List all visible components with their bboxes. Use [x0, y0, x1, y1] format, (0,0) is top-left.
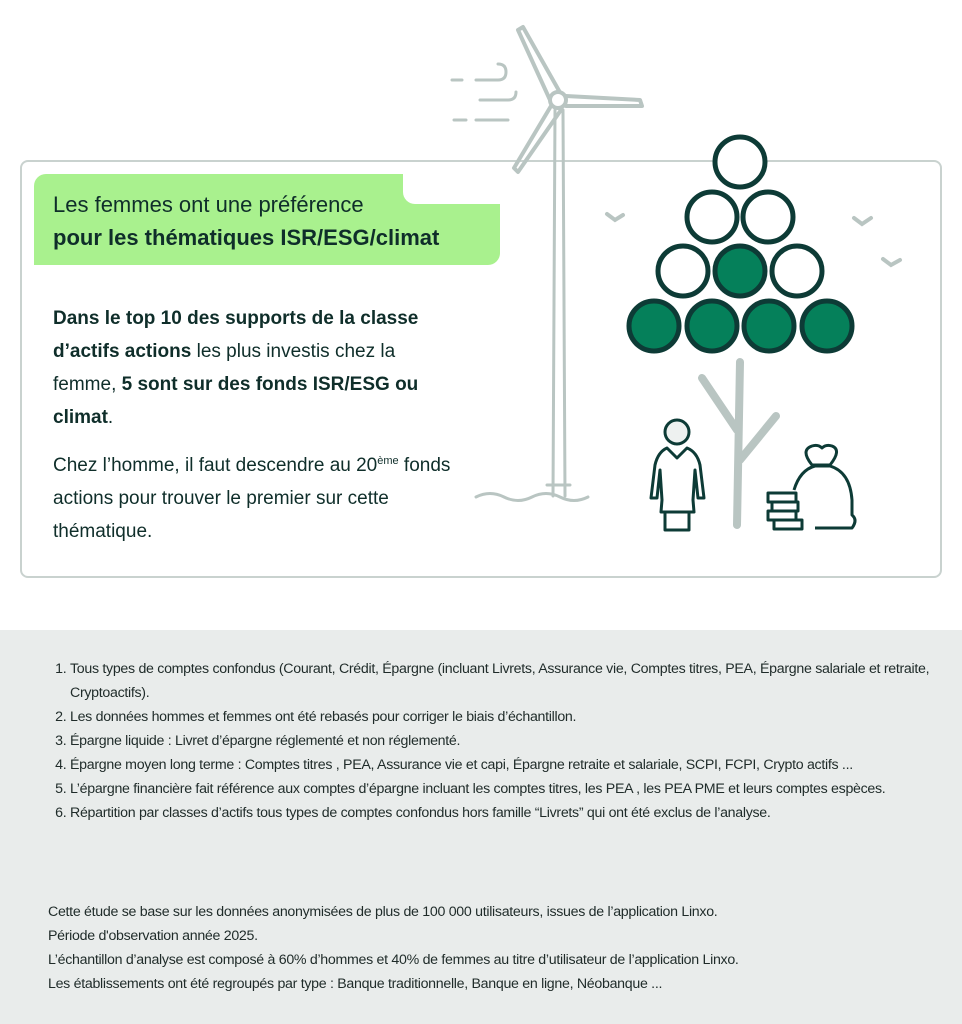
- card-title: Les femmes ont une préférence pour les t…: [53, 188, 439, 254]
- money-bag-icon: [766, 443, 857, 531]
- p1-text-2: .: [107, 407, 114, 428]
- filled-coin-circle: [741, 298, 797, 354]
- footnote-item: L’épargne financière fait référence aux …: [70, 777, 940, 801]
- p1-bold-1: Dans le top 10 des supports de la classe…: [53, 308, 419, 362]
- coin-pyramid: [626, 134, 855, 354]
- empty-coin-circle: [684, 189, 740, 245]
- bird-icons: [605, 212, 902, 268]
- footnote-item: Épargne liquide : Livret d’épargne régle…: [70, 729, 940, 753]
- info-line: Les établissements ont été regroupés par…: [48, 976, 663, 992]
- p2-text-2: fonds actions pour trouver le premier su…: [53, 455, 451, 542]
- study-info: Cette étude se base sur les données anon…: [48, 900, 739, 996]
- tree-trunk-icon: [698, 358, 780, 529]
- empty-coin-circle: [769, 243, 825, 299]
- empty-coin-circle: [712, 134, 768, 190]
- p1-bold-2: 5 sont sur des fonds ISR/ESG ou climat: [53, 374, 419, 428]
- empty-coin-circle: [655, 243, 711, 299]
- p2-text-1: Chez l’homme, il faut descendre au 20: [53, 455, 378, 476]
- footnote-item: Tous types de comptes confondus (Courant…: [70, 657, 940, 705]
- footnote-item: Répartition par classes d’actifs tous ty…: [70, 801, 940, 825]
- illustration: [450, 25, 902, 532]
- paragraph-men: Chez l’homme, il faut descendre au 20ème…: [53, 449, 453, 548]
- filled-coin-circle: [684, 298, 740, 354]
- p2-superscript: ème: [377, 455, 399, 467]
- empty-coin-circle: [740, 189, 796, 245]
- footnote-item: Les données hommes et femmes ont été reb…: [70, 705, 940, 729]
- filled-coin-circle: [626, 298, 682, 354]
- info-line: Cette étude se base sur les données anon…: [48, 904, 718, 920]
- info-line: L’échantillon d’analyse est composé à 60…: [48, 952, 739, 968]
- footnote-item: Épargne moyen long terme : Comptes titre…: [70, 753, 940, 777]
- filled-coin-circle: [799, 298, 855, 354]
- title-line-2: pour les thématiques ISR/ESG/climat: [53, 225, 440, 250]
- wind-turbine-icon: [450, 25, 644, 502]
- footnotes-list: Tous types de comptes confondus (Courant…: [48, 657, 940, 825]
- footnotes-section: Tous types de comptes confondus (Courant…: [0, 630, 962, 1024]
- filled-coin-circle: [712, 243, 768, 299]
- paragraph-women: Dans le top 10 des supports de la classe…: [53, 302, 453, 434]
- title-line-1: Les femmes ont une préférence: [53, 192, 364, 217]
- woman-icon: [649, 418, 706, 532]
- p1-text-1: les plus investis chez la femme,: [53, 341, 396, 395]
- bubble-notch: [403, 174, 500, 204]
- info-line: Période d'observation année 2025.: [48, 928, 258, 944]
